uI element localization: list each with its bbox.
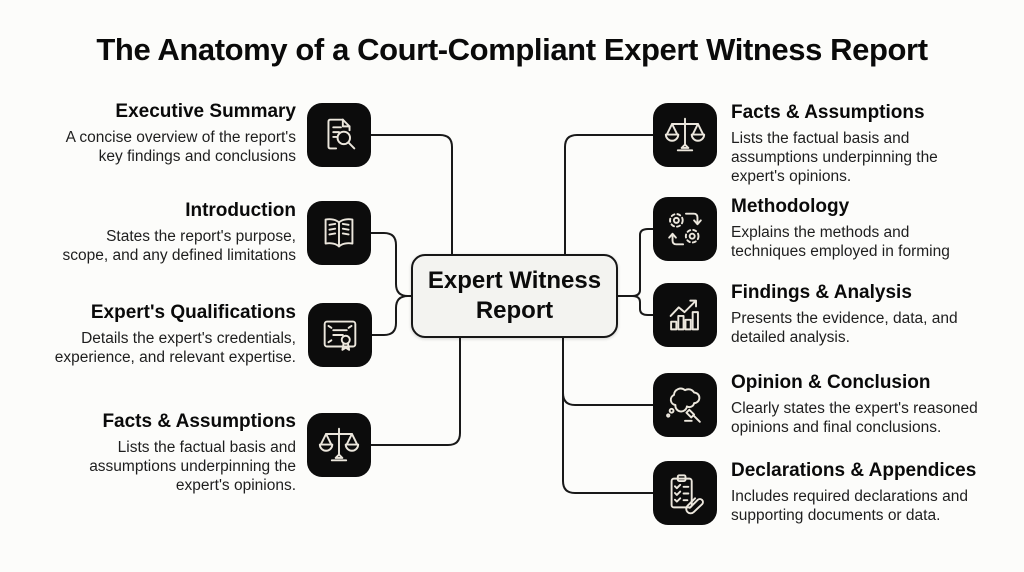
entry-description: Details the expert's credentials, experi… <box>54 329 296 366</box>
entry-opinion-conclusion: Opinion & Conclusion Clearly states the … <box>731 372 1021 437</box>
clipboard-paperclip-icon <box>653 461 717 525</box>
entry-description: States the report's purpose, scope, and … <box>62 227 296 264</box>
entry-experts-qualifications: Expert's Qualifications Details the expe… <box>34 302 296 367</box>
process-gears-icon <box>653 197 717 261</box>
entry-description: Includes required declarations and suppo… <box>731 487 968 524</box>
page-title: The Anatomy of a Court-Compliant Expert … <box>96 32 928 67</box>
entry-description: Clearly states the expert's reasoned opi… <box>731 399 978 436</box>
certificate-icon <box>308 303 372 367</box>
entry-title: Methodology <box>731 196 850 217</box>
entry-title: Expert's Qualifications <box>90 302 296 323</box>
entry-facts-assumptions-left: Facts & Assumptions Lists the factual ba… <box>34 411 296 495</box>
entry-methodology: Methodology Explains the methods and tec… <box>731 196 1011 261</box>
scales-icon <box>307 413 371 477</box>
entry-title: Opinion & Conclusion <box>731 372 931 393</box>
entry-description: Explains the methods and techniques empl… <box>731 223 950 260</box>
entry-description: Lists the factual basis and assumptions … <box>89 438 296 494</box>
bar-chart-icon <box>653 283 717 347</box>
scales-icon <box>653 103 717 167</box>
entry-executive-summary: Executive Summary A concise overview of … <box>34 101 296 166</box>
entry-description: Lists the factual basis and assumptions … <box>731 129 938 185</box>
entry-declarations-appendices: Declarations & Appendices Includes requi… <box>731 460 1021 525</box>
entry-introduction: Introduction States the report's purpose… <box>34 200 296 265</box>
entry-title: Facts & Assumptions <box>731 102 925 123</box>
open-book-icon <box>307 201 371 265</box>
entry-findings-analysis: Findings & Analysis Presents the evidenc… <box>731 282 1011 347</box>
thought-gavel-icon <box>653 373 717 437</box>
entry-title: Findings & Analysis <box>731 282 912 303</box>
entry-title: Facts & Assumptions <box>102 411 296 432</box>
entry-description: Presents the evidence, data, and detaile… <box>731 309 958 346</box>
entry-title: Declarations & Appendices <box>731 460 977 481</box>
entry-title: Introduction <box>185 200 296 221</box>
entry-facts-assumptions-right: Facts & Assumptions Lists the factual ba… <box>731 102 1011 186</box>
document-search-icon <box>307 103 371 167</box>
entry-title: Executive Summary <box>115 101 296 122</box>
entry-description: A concise overview of the report's key f… <box>65 128 296 165</box>
center-node-expert-witness-report: Expert Witness Report <box>411 254 618 338</box>
